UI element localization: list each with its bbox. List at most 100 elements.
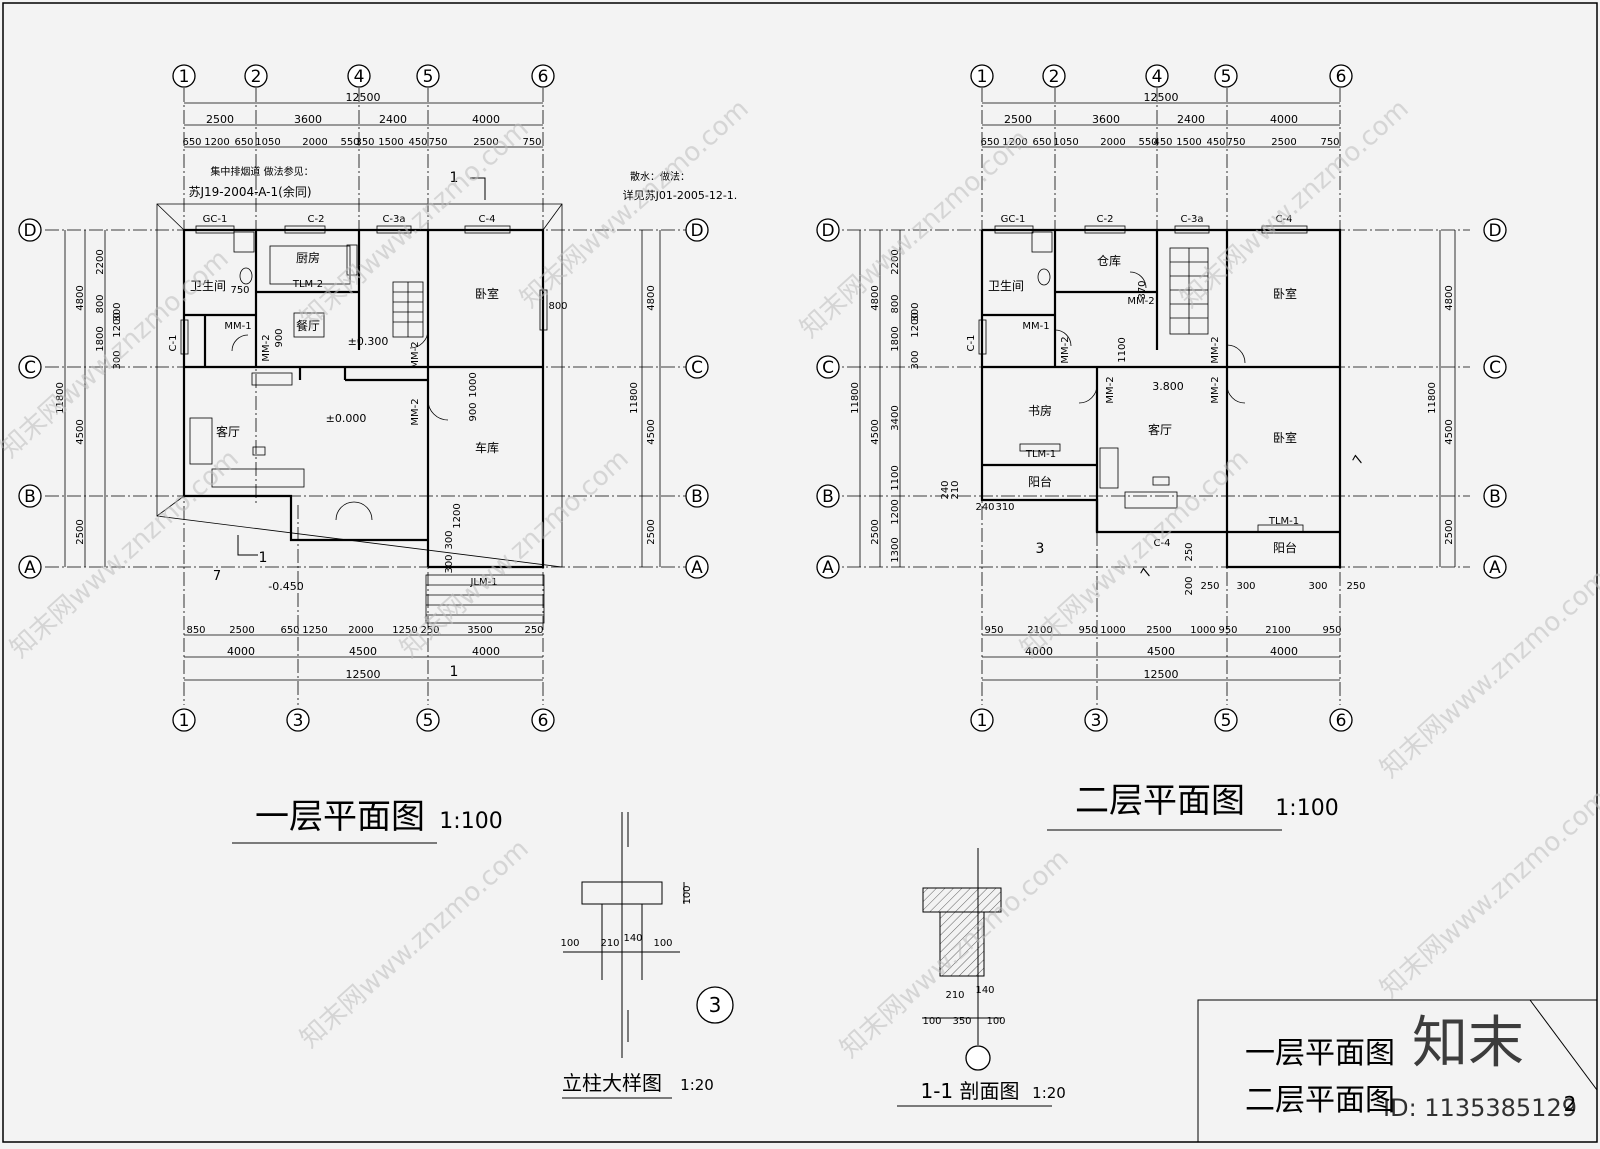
plan2-misc-3: 210 xyxy=(950,480,961,499)
plan1-title: 一层平面图 xyxy=(255,797,425,837)
plan1-door-2: MM-2 xyxy=(261,334,272,361)
plan2-misc-4: 310 xyxy=(995,502,1014,513)
plan1-top-dim-2: 2400 xyxy=(379,113,407,126)
plan2-right-dim-3: 11800 xyxy=(1427,382,1438,414)
plan2-door-4: MM-2 xyxy=(1105,376,1116,403)
plan1-grid-right-3: A xyxy=(691,558,703,578)
plan2-bottom-overall: 12500 xyxy=(1144,668,1179,681)
watermark-0: 知末网www.znzmo.com xyxy=(0,244,235,464)
plan1-left-dim-4: 1200 xyxy=(112,312,123,337)
plan2-window-0: GC-1 xyxy=(1001,214,1026,225)
plan1-grid-left-3: A xyxy=(24,558,36,578)
plan1-room-0: 卫生间 xyxy=(190,279,226,293)
plan2-left-dim-13: 11800 xyxy=(850,382,861,414)
plan1-right-dim-0: 4800 xyxy=(646,285,657,310)
plan2-grid-bottom-1-bubble xyxy=(1084,708,1108,732)
plan2-top-sub-4: 2000 xyxy=(1100,137,1125,148)
plan1-grid-left-1-bubble xyxy=(18,355,42,379)
plan2-grid-top-1-bubble xyxy=(1042,64,1066,88)
detail-drawings xyxy=(232,812,1282,1107)
plan2-grid-bottom-1: 3 xyxy=(1091,711,1102,731)
plan2-grid-right-2: B xyxy=(1489,487,1501,507)
image-id: ID: 1135385129 xyxy=(1383,1094,1577,1122)
plan2-misc-6: 250 xyxy=(1184,542,1195,561)
plan2-grid-left-2: B xyxy=(822,487,834,507)
plan1-top-sub-5: 550 xyxy=(340,137,359,148)
plan1-misc-5: 1200 xyxy=(452,503,463,528)
plan1-window-0: GC-1 xyxy=(203,214,228,225)
column-dim-2: 210 xyxy=(600,938,619,949)
plan2-grid-top-3-bubble xyxy=(1214,64,1238,88)
plan1-level-2: -0.450 xyxy=(268,580,303,593)
plan2-left-dim-6: 3400 xyxy=(890,405,901,430)
plan2-grid-top-1: 2 xyxy=(1049,67,1060,87)
plan1-room-3: 客厅 xyxy=(216,424,240,439)
plan1-bottom-sub-3: 1250 xyxy=(302,625,327,636)
plan1-top-sub-1: 1200 xyxy=(204,137,229,148)
plan1-top-sub-3: 1050 xyxy=(255,137,280,148)
plan1-bottom-overall: 12500 xyxy=(346,668,381,681)
plan1-bottom-dim-2: 4000 xyxy=(472,645,500,658)
plan1-misc-1: 900 xyxy=(274,328,285,347)
plan1-scale: 1:100 xyxy=(439,809,502,834)
plan2-top-dim-1: 3600 xyxy=(1092,113,1120,126)
plan2-window-2: C-3a xyxy=(1180,214,1203,225)
plan1-grid-bottom-1: 3 xyxy=(293,711,304,731)
plan1-top-sub-7: 1500 xyxy=(378,137,403,148)
plan1-level-1: ±0.000 xyxy=(326,412,367,425)
plan2-top-dim-3: 4000 xyxy=(1270,113,1298,126)
plan2-left-dim-2: 1800 xyxy=(890,326,901,351)
plan1-top-sub-4: 2000 xyxy=(302,137,327,148)
plan2-top-sub-11: 750 xyxy=(1320,137,1339,148)
plan1-note-1: 苏J19-2004-A-1(余同) xyxy=(188,184,311,199)
section-dim-4: 100 xyxy=(986,1016,1005,1027)
plan1-grid-bottom-3: 6 xyxy=(538,711,549,731)
plan1-right-dim-3: 11800 xyxy=(629,382,640,414)
plan1-grid-left-0: D xyxy=(23,221,36,241)
section-scale: 1:20 xyxy=(1032,1084,1066,1102)
plan1-top-sub-8: 450 xyxy=(408,137,427,148)
plan2-overall-dim: 12500 xyxy=(1144,91,1179,104)
plan2-bottom-dim-2: 4000 xyxy=(1270,645,1298,658)
plan1-grid-right-0-bubble xyxy=(685,218,709,242)
plan1-grid-bottom-1-bubble xyxy=(286,708,310,732)
plan1-left-dim-1: 800 xyxy=(95,294,106,313)
plan2-left-dim-8: 1200 xyxy=(890,499,901,524)
plan1-bottom-sub-2: 650 xyxy=(280,625,299,636)
plan1-top-sub-9: 750 xyxy=(428,137,447,148)
plan2-right-dim-1: 4500 xyxy=(1444,419,1455,444)
plan1-grid-top-1: 2 xyxy=(251,67,262,87)
title-block-line-1: 二层平面图 xyxy=(1245,1083,1395,1118)
plan2-top-sub-7: 1500 xyxy=(1176,137,1201,148)
column-callout: 3 xyxy=(709,993,722,1017)
plan1-bottom-dim-1: 4500 xyxy=(349,645,377,658)
plan2-title: 二层平面图 xyxy=(1075,781,1245,821)
plan2-grid-bottom-2: 5 xyxy=(1221,711,1232,731)
plan2-door-1: MM-2 xyxy=(1127,296,1154,307)
plan1-grid-left-3-bubble xyxy=(18,555,42,579)
section-title: 1-1 剖面图 xyxy=(920,1079,1019,1103)
plan1-room-4: 卧室 xyxy=(475,286,499,301)
watermark-3: 知末网www.znzmo.com xyxy=(5,444,245,664)
plan1-top-sub-10: 2500 xyxy=(473,137,498,148)
plan1-grid-top-4-bubble xyxy=(531,64,555,88)
plan2-room-5: 卧室 xyxy=(1273,430,1297,445)
plan2-room-3: 书房 xyxy=(1028,403,1052,418)
plan1-left-dim-7: 4500 xyxy=(75,419,86,444)
plan2-misc-14: 7 xyxy=(1350,453,1367,468)
plan1-left-dim-3: 300 xyxy=(112,350,123,369)
watermark-6: 知末网www.znzmo.com xyxy=(1175,94,1415,314)
plan2-left-dim-12: 2500 xyxy=(870,519,881,544)
plan2-grid-right-1-bubble xyxy=(1483,355,1507,379)
plan1-bottom-sub-4: 2000 xyxy=(348,625,373,636)
plan1-bottom-sub-8: 250 xyxy=(524,625,543,636)
plan2-grid-bottom-3-bubble xyxy=(1329,708,1353,732)
plan1-overall-dim: 12500 xyxy=(346,91,381,104)
plan2-grid-right-1: C xyxy=(1489,358,1501,378)
plan2-misc-9: 300 xyxy=(1236,581,1255,592)
plan2-grid-left-3-bubble xyxy=(816,555,840,579)
plan2-bottom-sub-4: 2500 xyxy=(1146,625,1171,636)
